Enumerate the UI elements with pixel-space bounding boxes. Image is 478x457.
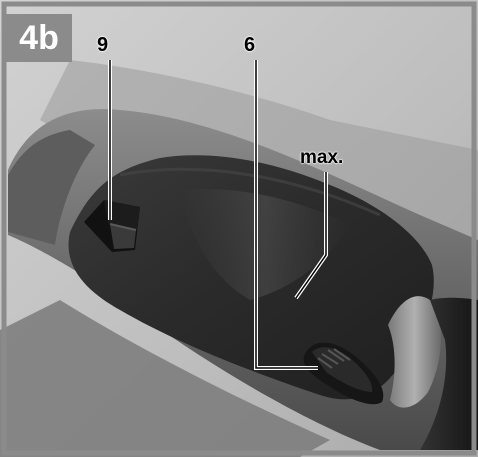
speed-thumbwheel [303, 342, 384, 405]
grip-sheen [180, 189, 350, 300]
figure-number-tag: 4b [6, 14, 72, 62]
leader-line-max [295, 172, 327, 299]
callout-switch-label: 9 [97, 34, 109, 56]
callout-thumbwheel-label: 6 [244, 34, 256, 56]
rear-cap [420, 297, 478, 450]
leader-line-6 [255, 60, 318, 369]
grip-ridge [119, 167, 381, 217]
lower-housing [0, 300, 330, 457]
collar-ring [388, 296, 442, 408]
callout-max-label: max. [300, 147, 344, 168]
housing-left-end [8, 130, 95, 245]
on-off-switch [84, 200, 140, 252]
